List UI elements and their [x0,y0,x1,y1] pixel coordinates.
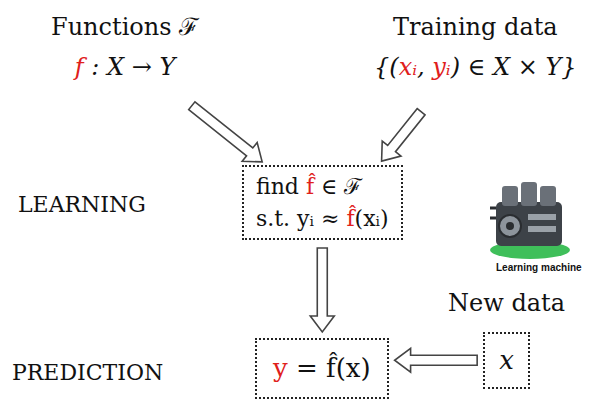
engine-cylinder [540,186,556,206]
source-block: Functions ℱ f : X → Y [51,12,199,82]
text-run: ) ∈ X × Y} [451,53,577,81]
text-run: f [75,53,84,81]
formula-text: f : X → Y [51,52,199,82]
engine-pulley [499,215,521,237]
text-run: f̂ [346,206,354,231]
block-arrow [310,248,334,332]
heading-text: y = f̂(x) [273,352,371,385]
process-box: find f̂ ∈ ℱs.t. yᵢ ≈ f̂(xᵢ) [242,165,403,240]
engine-manifold [528,214,556,220]
text-run: , [417,53,432,81]
source-block: Training data {(xᵢ, yᵢ) ∈ X × Y} [374,12,577,82]
process-box: y = f̂(x) [255,338,389,399]
text-run: {( [374,53,399,81]
text-run: s.t. yᵢ ≈ [256,206,346,231]
text-run: (xᵢ) [355,206,389,231]
text-run: : X → Y [84,53,176,81]
formula-text: {(xᵢ, yᵢ) ∈ X × Y} [374,52,577,82]
text-run: x [499,345,514,375]
stage-label: PREDICTION [12,360,163,385]
block-arrow [382,109,425,162]
heading-text: New data [448,288,565,318]
text-run: f̂ [306,174,314,199]
heading-text: find f̂ ∈ ℱ [256,173,389,201]
text-run: yᵢ [432,53,450,81]
text-run: y [273,353,288,383]
engine-hub [506,222,514,230]
engine-illustration [490,182,570,259]
engine-hose [490,208,496,218]
engine-cylinder [502,186,518,206]
heading-text: Functions ℱ [51,12,199,42]
engine-cylinder [521,182,537,206]
text-run: New data [448,289,565,317]
block-arrow [189,102,262,162]
heading-text: Training data [374,12,577,42]
text-run: xᵢ [399,53,417,81]
input-frame: x [483,332,530,389]
formula-text: x [499,344,514,377]
text-run: Functions ℱ [51,13,199,41]
input-box: New data x [448,288,565,389]
text-run: find [256,174,306,199]
text-run: = f̂(x) [288,353,371,383]
formula-text: s.t. yᵢ ≈ f̂(xᵢ) [256,205,389,233]
text-run: Training data [393,13,558,41]
image-caption: Learning machine [496,262,582,273]
stage-label: LEARNING [18,192,146,217]
engine-manifold [528,226,556,232]
engine-block [496,202,562,246]
text-run: ∈ ℱ [314,174,362,199]
block-arrow [395,348,478,372]
